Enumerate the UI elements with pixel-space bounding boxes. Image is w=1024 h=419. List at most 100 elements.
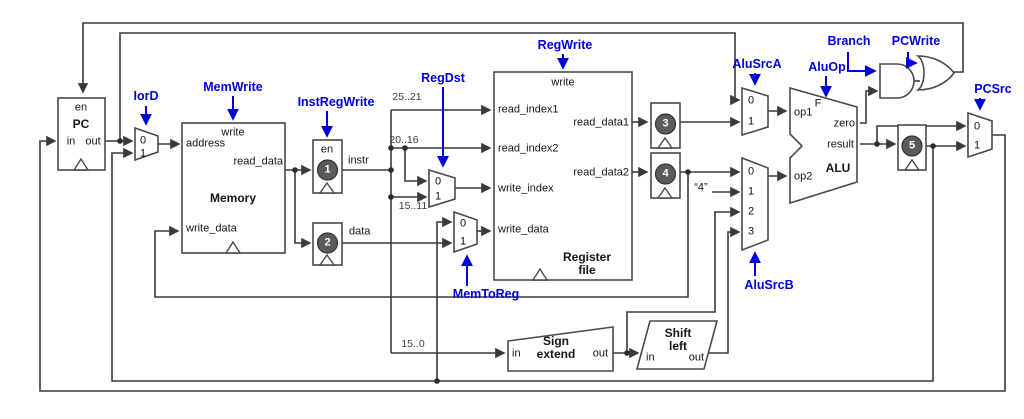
register-number-badge xyxy=(654,163,677,185)
control-label-pcwrite: PCWrite xyxy=(891,33,941,48)
iord-mux xyxy=(134,126,159,162)
regfile-read-data1-port: read_data1 xyxy=(573,116,629,129)
memory-address-port: address xyxy=(186,137,226,150)
pc-block xyxy=(57,97,106,171)
pc-en-port: en xyxy=(74,101,88,114)
register-file-block xyxy=(493,71,633,281)
bit-range-20-16: 20..16 xyxy=(389,133,419,146)
regfile-title-line1: Register xyxy=(562,250,612,264)
pcsrc-mux-option-1: 1 xyxy=(973,139,981,152)
alusrcb-mux-option-2: 2 xyxy=(747,205,755,218)
register-number-badge xyxy=(654,113,677,135)
clock-edge-icon xyxy=(318,181,336,194)
iord-mux-option-0: 0 xyxy=(139,134,147,147)
clock-edge-icon xyxy=(531,267,549,281)
alusrca-mux-option-1: 1 xyxy=(747,115,755,128)
alu-f-port: F xyxy=(814,97,822,110)
pc-in-port: in xyxy=(66,135,76,148)
control-label-regwrite: RegWrite xyxy=(537,37,593,52)
iord-mux-option-1: 1 xyxy=(139,147,147,160)
regdst-mux xyxy=(428,168,456,209)
alusrca-mux xyxy=(741,86,769,137)
shift-left-in-port: in xyxy=(646,351,655,364)
memory-title: Memory xyxy=(209,191,257,205)
control-label-branch: Branch xyxy=(827,33,871,48)
clock-edge-icon xyxy=(656,136,674,149)
shift-left-block xyxy=(635,320,719,370)
memory-read-data-port: read_data xyxy=(233,155,283,168)
pcsrc-mux-option-0: 0 xyxy=(973,120,981,133)
bit-range-15-0: 15..0 xyxy=(401,337,425,350)
memtoreg-mux-option-1: 1 xyxy=(459,235,467,248)
sign-extend-title2: extend xyxy=(536,347,576,361)
regfile-write-data-port: write_data xyxy=(498,223,549,236)
regfile-read-index2-port: read_index2 xyxy=(498,142,559,155)
control-label-alusrcb: AluSrcB xyxy=(744,277,794,292)
alu-op2-port: op2 xyxy=(794,170,813,183)
junction-dots xyxy=(117,138,936,384)
memtoreg-mux-option-0: 0 xyxy=(459,217,467,230)
regfile-read-index1-port: read_index1 xyxy=(498,103,559,116)
shift-left-out-port: out xyxy=(688,351,704,364)
control-label-aluop: AluOp xyxy=(808,59,846,74)
alu-result-port: result xyxy=(827,138,854,151)
alusrcb-mux xyxy=(741,156,769,252)
alu-zero-port: zero xyxy=(833,117,855,130)
control-label-pcsrc: PCSrc xyxy=(974,81,1012,96)
sign-extend-block xyxy=(507,326,614,372)
clock-edge-icon xyxy=(656,186,674,199)
instr-register-en-port: en xyxy=(320,143,334,156)
clock-edge-icon xyxy=(318,253,336,266)
or-gate xyxy=(915,55,955,91)
regdst-mux-option-0: 0 xyxy=(434,175,442,188)
instr-bus-label: instr xyxy=(348,154,369,167)
memtoreg-mux xyxy=(453,210,478,254)
regfile-write-index-port: write_index xyxy=(498,182,554,195)
alu-op1-port: op1 xyxy=(794,106,813,119)
pcsrc-mux xyxy=(967,111,993,159)
memory-write-port: write xyxy=(221,126,245,139)
alu-shape xyxy=(789,86,858,205)
register-3-number: 3 xyxy=(662,117,669,130)
sign-extend-out-port: out xyxy=(592,347,608,360)
bit-range-25-21: 25..21 xyxy=(392,90,422,103)
alu-title: ALU xyxy=(825,161,851,175)
clock-edge-icon xyxy=(72,157,90,171)
clock-edge-icon xyxy=(224,240,242,254)
regfile-read-data2-port: read_data2 xyxy=(573,166,629,179)
register-2-number: 2 xyxy=(324,236,331,249)
bit-range-15-11: 15..11 xyxy=(398,199,428,212)
shift-left-title2: left xyxy=(669,339,687,353)
clock-edge-icon xyxy=(903,158,921,171)
control-wires xyxy=(140,52,986,286)
control-label-memtoreg: MemToReg xyxy=(452,286,520,301)
constant-four: “4” xyxy=(694,181,708,194)
control-label-memwrite: MemWrite xyxy=(203,79,263,94)
alusrcb-mux-option-0: 0 xyxy=(747,165,755,178)
control-label-instregwrite: InstRegWrite xyxy=(297,94,375,109)
memory-write-data-port: write_data xyxy=(186,222,237,235)
pc-out-port: out xyxy=(85,135,101,148)
alusrcb-mux-option-3: 3 xyxy=(747,225,755,238)
and-gate xyxy=(879,63,915,99)
register-number-badge xyxy=(316,159,339,181)
control-label-iord: IorD xyxy=(133,88,159,103)
regfile-title-line2: file xyxy=(578,263,596,277)
register-5-number: 5 xyxy=(908,139,916,152)
sign-extend-title1: Sign xyxy=(543,334,569,348)
register-4-number: 4 xyxy=(662,167,669,180)
control-label-alusrca: AluSrcA xyxy=(732,56,782,71)
regfile-write-port: write xyxy=(551,76,575,89)
sign-extend-in-port: in xyxy=(512,347,521,360)
data-wires xyxy=(39,22,1006,392)
shift-left-title1: Shift xyxy=(664,326,692,340)
pc-title: PC xyxy=(72,117,90,131)
regdst-mux-option-1: 1 xyxy=(434,190,442,203)
blocks xyxy=(57,55,993,372)
memory-block xyxy=(181,122,286,254)
alusrca-mux-option-0: 0 xyxy=(747,94,755,107)
register-number-badge xyxy=(901,135,923,157)
data-bus-label: data xyxy=(349,225,371,238)
